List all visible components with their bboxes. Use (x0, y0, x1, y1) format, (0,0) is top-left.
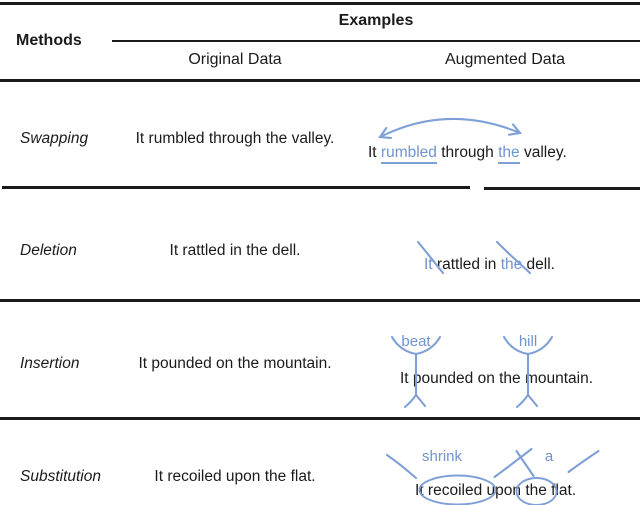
divider-examples (112, 40, 640, 42)
method-label-substitution: Substitution (20, 468, 101, 485)
original-sentence-substitution: It recoiled upon the flat. (154, 468, 316, 485)
text-token: It pounded on the mountain. (400, 370, 594, 387)
inserted-word-1: beat (401, 333, 431, 350)
augmented-sentence-insertion: beat hill It pounded on the mountain. (390, 333, 594, 409)
text-token: through (436, 144, 499, 161)
text-token: rattled in (432, 256, 501, 273)
insertion-caret-icon (390, 335, 442, 409)
deleted-word-2: the (495, 240, 531, 275)
method-label-deletion: Deletion (20, 242, 77, 259)
method-label-swapping: Swapping (20, 130, 89, 147)
circled-word-1: recoiled (418, 474, 497, 505)
deleted-word-1: It (416, 240, 445, 275)
insertion-caret-icon (502, 335, 554, 409)
original-sentence-deletion: It rattled in the dell. (169, 242, 301, 259)
strikethrough-icon (495, 240, 531, 275)
strikethrough-icon (416, 240, 445, 275)
augmented-sentence-deletion: It rattled in the dell. (416, 240, 555, 275)
divider-header (0, 79, 640, 82)
original-data-header: Original Data (188, 51, 282, 68)
text-token: flat. (546, 482, 577, 499)
substituted-word-2: a (544, 448, 554, 465)
examples-header: Examples (338, 12, 414, 29)
substitution-oval-icon (418, 474, 497, 505)
inserted-word-2: hill (518, 333, 538, 350)
augmented-sentence-swapping: It rumbled through the valley. (368, 117, 567, 164)
divider-row2 (0, 299, 640, 302)
substituted-word-1: shrink (421, 448, 462, 465)
divider-top (0, 2, 640, 5)
insertion-caret-2: hill (496, 333, 560, 417)
swapped-word-1: rumbled (380, 144, 437, 164)
text-token: dell. (522, 256, 555, 273)
augmented-sentence-substitution: shrink a It recoiled upon the flat. (385, 447, 600, 505)
divider-row1-right (484, 187, 640, 190)
method-label-insertion: Insertion (20, 355, 80, 372)
augmented-data-header: Augmented Data (444, 51, 566, 68)
substitution-lines-icon (385, 447, 600, 480)
original-sentence-insertion: It pounded on the mountain. (138, 355, 332, 372)
text-token: valley. (519, 144, 567, 161)
swap-arrow-icon (378, 117, 522, 140)
methods-header: Methods (16, 32, 82, 49)
divider-row3 (0, 417, 640, 420)
circled-word-2: the (515, 477, 558, 505)
divider-row1-left (2, 186, 470, 189)
insertion-caret-1: beat (384, 333, 448, 417)
substitution-oval-icon (515, 477, 558, 505)
original-sentence-swapping: It rumbled through the valley. (135, 130, 335, 147)
swapped-word-2: the (498, 144, 520, 164)
text-token: It (368, 144, 381, 161)
